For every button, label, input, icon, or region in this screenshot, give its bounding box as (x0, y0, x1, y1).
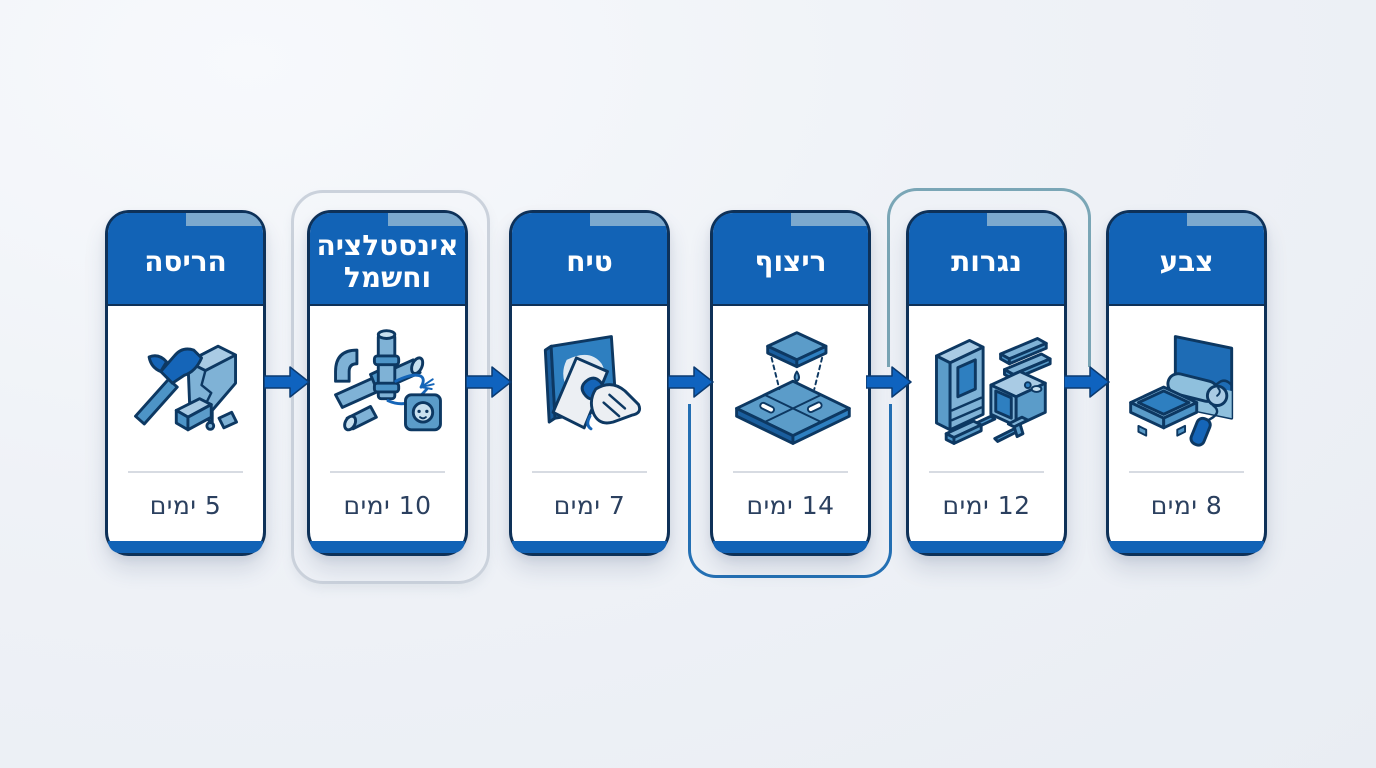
stage-header: ריצוף (713, 213, 868, 306)
stage-title: אינסטלציה וחשמל (316, 229, 459, 294)
flow-arrow-icon (866, 366, 912, 398)
stage-header: אינסטלציה וחשמל (310, 213, 465, 306)
stage-duration: 5 ימים (149, 491, 222, 520)
divider (330, 471, 445, 473)
card-footer-strip (512, 541, 667, 553)
stage-header: טיח (512, 213, 667, 306)
stage-duration: 10 ימים (343, 491, 432, 520)
flow-arrow-icon (466, 366, 512, 398)
stage-duration: 12 ימים (942, 491, 1031, 520)
stage-title: טיח (566, 244, 613, 278)
stage-card-tiling: ריצוף 14 ימים (710, 210, 871, 556)
header-accent-strip (790, 213, 868, 226)
header-accent-strip (185, 213, 263, 226)
card-footer-strip (1109, 541, 1264, 553)
paint-roller-icon (1109, 309, 1264, 469)
card-footer-strip (909, 541, 1064, 553)
flow-arrow-icon (264, 366, 310, 398)
connector-loop-top-stage-5 (887, 188, 1091, 367)
divider (128, 471, 243, 473)
stage-title: נגרות (951, 244, 1022, 278)
flow-arrow-icon (1064, 366, 1110, 398)
stage-header: נגרות (909, 213, 1064, 306)
divider (532, 471, 647, 473)
divider (733, 471, 848, 473)
divider (929, 471, 1044, 473)
card-footer-strip (310, 541, 465, 553)
header-accent-strip (387, 213, 465, 226)
card-footer-strip (108, 541, 263, 553)
stage-card-paint: צבע (1106, 210, 1267, 556)
connector-loop-bottom-stage-4 (688, 404, 892, 578)
flow-arrow-icon (668, 366, 714, 398)
floor-tiling-icon (713, 309, 868, 469)
stage-card-demolition: הריסה 5 ימים (105, 210, 266, 556)
stage-header: צבע (1109, 213, 1264, 306)
stage-card-carpentry: נגרות (906, 210, 1067, 556)
carpentry-icon (909, 309, 1064, 469)
header-accent-strip (589, 213, 667, 226)
stage-title: צבע (1159, 244, 1214, 278)
stage-card-plaster: טיח 7 ימים (509, 210, 670, 556)
header-accent-strip (1186, 213, 1264, 226)
stage-card-plumbing-electric: אינסטלציה וחשמל (307, 210, 468, 556)
stage-title: הריסה (144, 244, 227, 278)
stage-title: ריצוף (754, 244, 827, 278)
divider (1129, 471, 1244, 473)
stage-duration: 7 ימים (553, 491, 626, 520)
stage-duration: 8 ימים (1150, 491, 1223, 520)
stage-duration: 14 ימים (746, 491, 835, 520)
plaster-trowel-icon (512, 309, 667, 469)
header-accent-strip (986, 213, 1064, 226)
demolition-hammer-icon (108, 309, 263, 469)
plumbing-electric-icon (310, 309, 465, 469)
stage-header: הריסה (108, 213, 263, 306)
card-footer-strip (713, 541, 868, 553)
